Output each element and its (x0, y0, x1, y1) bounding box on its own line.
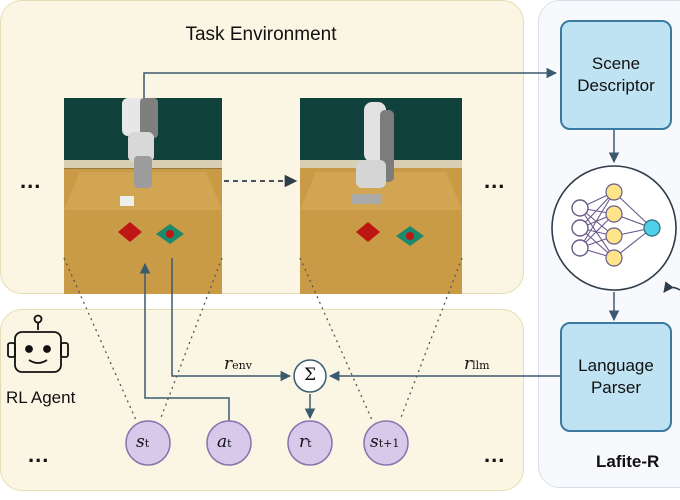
left-ellipsis: ... (20, 168, 42, 193)
llm-reward-label: rllm (464, 354, 490, 374)
env-reward-label: renv (224, 354, 252, 374)
node-s-t-label: st (136, 432, 150, 452)
node-r-t (287, 420, 333, 466)
projection-lines (63, 257, 463, 421)
right-ellipsis: ... (484, 168, 506, 193)
rl-agent-panel (0, 309, 524, 491)
scene-to-descriptor-arrow (143, 67, 558, 98)
robot-icon (7, 314, 69, 373)
sum-node (293, 359, 327, 393)
rl-agent-label: RL Agent (6, 388, 76, 407)
node-r-t-label: rt (299, 432, 312, 452)
scene-image-st (64, 98, 222, 294)
scene-image-st1 (300, 98, 462, 294)
env-reward-arrow (171, 258, 292, 382)
node-s-t1 (363, 420, 409, 466)
agent-right-ellipsis: ... (484, 442, 506, 467)
node-s-t1-label: st+1 (370, 432, 400, 452)
llm-network-icon (551, 165, 677, 291)
scene-descriptor-box: Scene Descriptor (560, 20, 672, 130)
side-arrow (663, 281, 680, 293)
language-parser-box: Language Parser (560, 322, 672, 432)
action-arrow (139, 262, 230, 424)
task-environment-title: Task Environment (185, 24, 337, 45)
sum-symbol: Σ (303, 365, 317, 385)
node-a-t (206, 420, 252, 466)
lafite-label: Lafite-R (596, 452, 660, 471)
node-a-t-label: at (217, 432, 232, 452)
agent-left-ellipsis: ... (28, 442, 50, 467)
node-s-t (125, 420, 171, 466)
